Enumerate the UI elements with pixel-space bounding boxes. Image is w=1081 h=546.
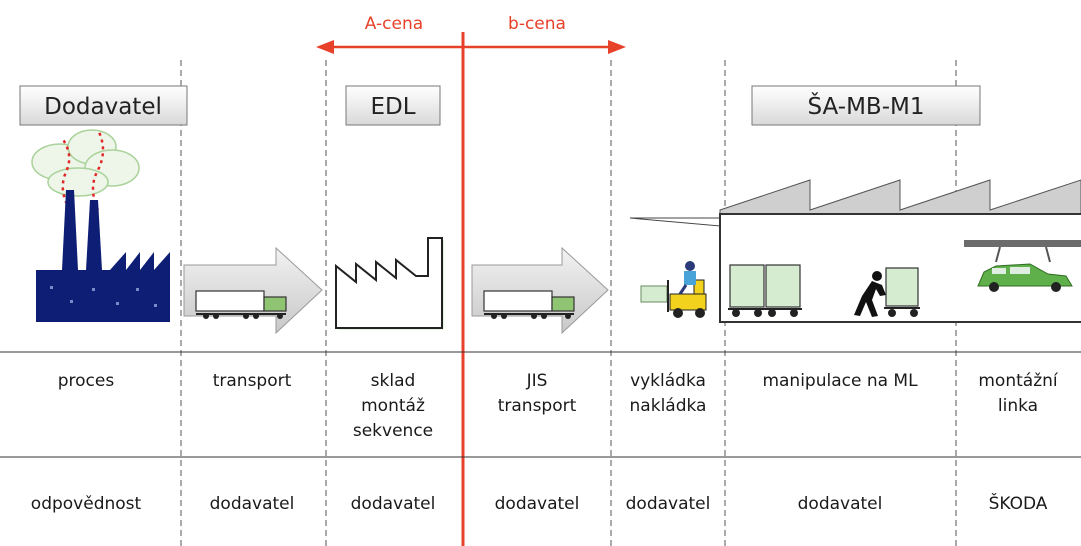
responsibility-row: odpovědnost dodavatel dodavatel dodavate… [31,492,1048,514]
a-price-label: A-cena [365,14,423,34]
assembly-line-car-icon [964,240,1081,292]
process-step-transport: transport [213,371,292,391]
process-step-warehouse-line-3: sekvence [353,421,433,441]
responsibility-row-label: odpovědnost [31,494,142,514]
process-step-unloading-line-2: nakládka [630,396,707,416]
process-step-assembly-line: montážní linka [978,371,1059,416]
process-step-jis-line-1: JIS [526,371,548,391]
process-row: proces transport sklad montáž sekvence J… [58,371,1059,441]
plant-header: ŠA-MB-M1 [751,85,981,126]
process-step-warehouse: sklad montáž sekvence [353,371,433,441]
edl-header: EDL [345,85,441,126]
process-step-assembly-line-2: linka [998,396,1038,416]
transport-arrow-icon [183,246,323,335]
process-step-warehouse-line-2: montáž [361,396,425,416]
jis-transport-arrow-icon [471,246,609,335]
process-step-assembly-line-1: montážní [978,371,1059,391]
factory-icon [31,129,170,322]
edl-header-label: EDL [370,94,415,120]
process-step-unloading: vykládka nakládka [630,371,707,416]
warehouse-icon [335,237,444,330]
responsibility-jis-transport: dodavatel [495,494,580,514]
plant-building-icon [629,179,1081,323]
process-step-jis-transport: JIS transport [498,371,577,416]
responsibility-warehouse: dodavatel [351,494,436,514]
responsibility-unloading: dodavatel [626,494,711,514]
responsibility-assembly-line: ŠKODA [989,492,1048,514]
process-step-unloading-line-1: vykládka [630,371,706,391]
price-arrow: A-cena b-cena [316,14,626,54]
forklift-icon [640,261,707,318]
plant-header-label: ŠA-MB-M1 [808,92,925,120]
b-price-label: b-cena [508,14,566,34]
trolley-icon [728,264,802,317]
process-row-label: proces [58,371,115,391]
worker-pushing-cart-icon [854,267,920,317]
supplier-header: Dodavatel [19,85,188,126]
process-step-jis-line-2: transport [498,396,577,416]
responsibility-transport: dodavatel [210,494,295,514]
responsibility-handling: dodavatel [798,494,883,514]
process-step-warehouse-line-1: sklad [371,371,416,391]
process-step-handling: manipulace na ML [762,371,918,391]
supplier-header-label: Dodavatel [44,94,162,120]
